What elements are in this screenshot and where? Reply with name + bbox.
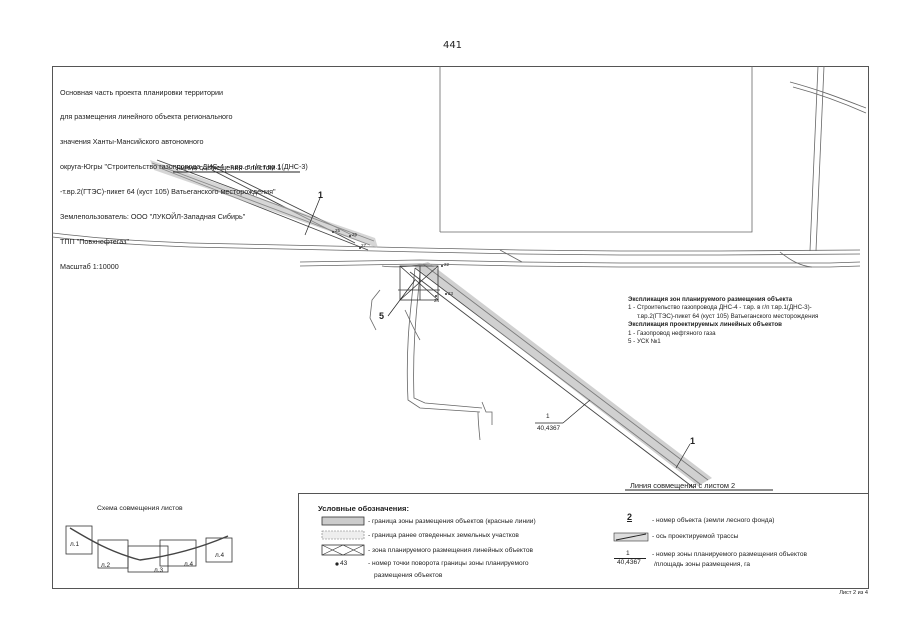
explication-object-item: 1 - Газопровод нефтяного газа [628, 329, 716, 337]
legend-axis-desc: - ось проектируемой трассы [652, 533, 739, 540]
legend-box [298, 493, 869, 589]
title-line: ТПП "Повхнефтегаз" [60, 236, 130, 246]
page-number: 441 [442, 40, 463, 51]
turn-point-label: 23 [448, 291, 454, 296]
legend-point-sample: 43 [340, 560, 348, 567]
sheet-label: л.4 [215, 552, 225, 559]
schema-title: Схема совмещения листов [97, 505, 183, 512]
legend-item: - номер точки поворота границы зоны план… [368, 560, 529, 567]
legend-item: - зона планируемого размещения линейных … [368, 547, 533, 554]
legend-item: - граница зоны размещения объектов (крас… [368, 518, 536, 525]
title-line: -т.вр.2(ГТЭС)-пикет 64 (куст 105) Ватьег… [60, 187, 276, 197]
explication-zone-item: 1 - Строительство газопровода ДНС-4 - т.… [628, 304, 812, 312]
legend-object-number-desc: - номер объекта (земли лесного фонда) [652, 517, 775, 524]
sheet-label: л.4 [184, 561, 194, 568]
legend-zone-desc: /площадь зоны размещения, га [654, 561, 751, 568]
title-line: Землепользователь: ООО "ЛУКОЙЛ-Западная … [60, 212, 246, 222]
title-line: для размещения линейного объекта региона… [60, 112, 233, 122]
sheet-schema [65, 525, 233, 573]
explication-objects-heading: Экспликация проектируемых линейных объек… [628, 321, 782, 329]
object-label: 1 [318, 190, 324, 200]
match-line-2-label: Линия совмещения с листом 2 [630, 481, 736, 490]
explication-zone-item: т.вр.2(ГТЭС)-пикет 64 (куст 105) Ватьега… [637, 312, 819, 320]
legend-item: размещения объектов [374, 572, 443, 579]
object-label: 1 [690, 436, 696, 446]
title-line: округа-Югры "Строительство газопровода Д… [60, 162, 308, 172]
title-line: значения Ханты-Мансийского автономного [60, 137, 204, 147]
legend-zone-desc: - номер зоны планируемого размещения объ… [652, 551, 808, 558]
title-line: Основная часть проекта планировки террит… [60, 87, 223, 97]
legend-title: Условные обозначения: [318, 504, 410, 513]
explication-zones-heading: Экспликация зон планируемого размещения … [628, 296, 793, 303]
legend-symbols [321, 516, 365, 566]
map-title-block: Основная часть проекта планировки террит… [60, 72, 308, 279]
turn-point-label: 25 [335, 228, 341, 233]
sheet-number: Лист 2 из 4 [839, 590, 868, 596]
turn-point-label: 26 [352, 232, 358, 237]
explication-block: Экспликация зон планируемого размещения … [628, 296, 818, 346]
object-label: 5 [379, 311, 385, 321]
legend-axis-symbol [613, 532, 649, 542]
turn-point-label: 22 [444, 262, 450, 267]
sheet-label: л.3 [154, 567, 164, 574]
zone-number: 1 [546, 413, 550, 420]
sheet-label: л.1 [70, 541, 80, 548]
turn-point-label: 27 [361, 243, 367, 248]
legend-zone-area-sample: 40,4367 [617, 559, 641, 566]
legend-item: - граница ранее отведенных земельных уча… [368, 532, 519, 539]
turn-point-label: 24 [434, 298, 440, 303]
sheet-label: л.2 [101, 562, 111, 569]
explication-object-item: 5 - УСК №1 [628, 338, 661, 346]
legend-zone-fraction-line [614, 558, 646, 559]
legend-zone-number-sample: 1 [626, 550, 630, 557]
match-line-1-label: Линия совмещения с листом 1 [176, 163, 282, 172]
title-line: Масштаб 1:10000 [60, 261, 119, 271]
legend-object-number-sample: 2 [627, 512, 633, 522]
zone-area: 40,4367 [537, 425, 561, 432]
